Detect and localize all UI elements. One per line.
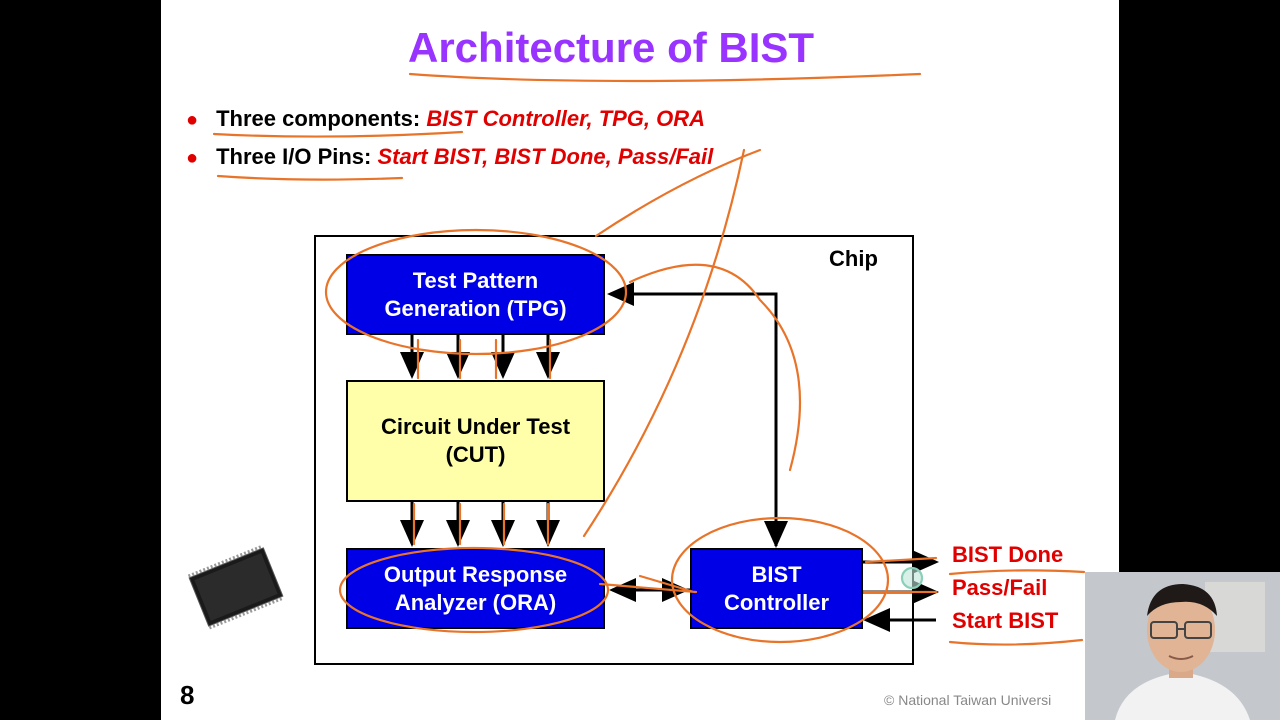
bullet-dot-icon: ● [186, 109, 199, 131]
cut-block: Circuit Under Test (CUT) [346, 380, 605, 502]
controller-tpg-link [607, 282, 788, 548]
ic-chip-image [187, 544, 285, 630]
handwritten-annotations [212, 72, 1086, 646]
slide-title: Architecture of BIST [408, 24, 815, 71]
bullet-value: BIST Controller, TPG, ORA [426, 106, 706, 131]
cut-to-ora-arrows [400, 502, 560, 547]
slide-canvas [161, 0, 1119, 720]
tpg-to-cut-arrows [400, 335, 560, 379]
bullet-label: Three I/O Pins: [216, 144, 378, 169]
bist-controller-block: BIST Controller [690, 548, 863, 629]
chip-boundary [314, 235, 914, 665]
presenter-figure [1085, 572, 1280, 720]
bullet-components: ● Three components: BIST Controller, TPG,… [186, 106, 705, 132]
pin-bist-done: BIST Done [952, 542, 1064, 567]
ora-block: Output Response Analyzer (ORA) [346, 548, 605, 629]
bullet-value: Start BIST, BIST Done, Pass/Fail [377, 144, 714, 169]
copyright-footer: © National Taiwan Universi [884, 692, 1052, 708]
pin-start-bist: Start BIST [952, 608, 1059, 633]
tpg-block: Test Pattern Generation (TPG) [346, 254, 605, 335]
bullet-io-pins: ● Three I/O Pins: Start BIST, BIST Done, … [186, 144, 713, 170]
presenter-webcam [1085, 572, 1280, 720]
bullet-label: Three components: [216, 106, 427, 131]
bullet-dot-icon: ● [186, 147, 199, 169]
pin-pass-fail: Pass/Fail [952, 575, 1048, 600]
page-number: 8 [180, 680, 195, 710]
chip-label: Chip [829, 246, 878, 271]
